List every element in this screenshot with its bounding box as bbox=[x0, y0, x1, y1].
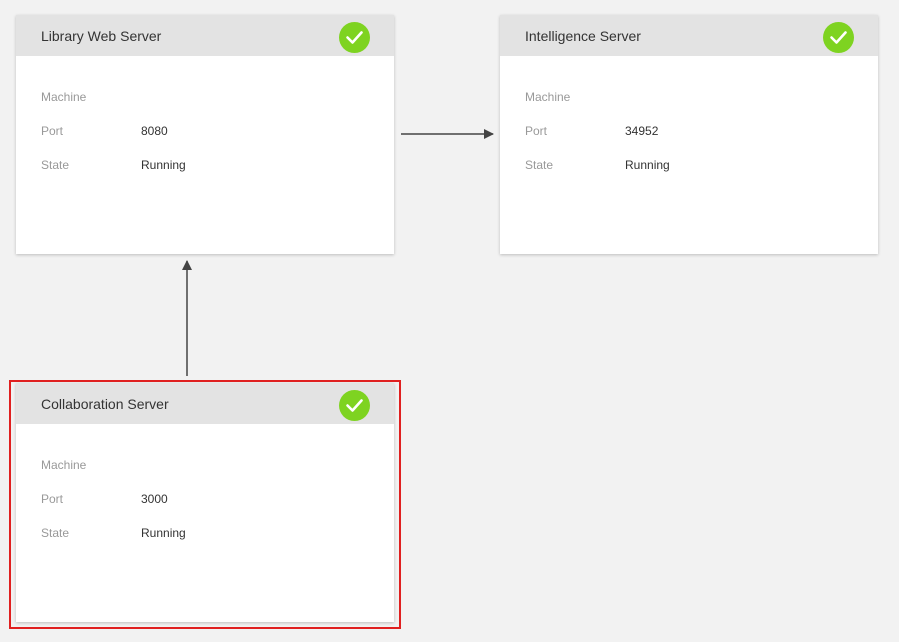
card-header: Library Web Server bbox=[16, 15, 394, 56]
server-card-library-web[interactable]: Library Web Server Machine Port 8080 Sta… bbox=[16, 15, 394, 254]
check-circle-icon bbox=[823, 22, 854, 53]
prop-value: Running bbox=[625, 158, 670, 172]
prop-value: Running bbox=[141, 526, 186, 540]
check-circle-icon bbox=[339, 22, 370, 53]
prop-value: 3000 bbox=[141, 492, 168, 506]
prop-key: Machine bbox=[41, 90, 87, 104]
prop-key: Port bbox=[41, 492, 64, 506]
prop-value: Running bbox=[141, 158, 186, 172]
server-card-intelligence[interactable]: Intelligence Server Machine Port 34952 S… bbox=[500, 15, 878, 254]
card-title: Library Web Server bbox=[41, 28, 162, 44]
card-title: Collaboration Server bbox=[41, 396, 169, 412]
prop-key: State bbox=[525, 158, 554, 172]
prop-key: Port bbox=[41, 124, 64, 138]
prop-key: State bbox=[41, 158, 70, 172]
prop-value: 8080 bbox=[141, 124, 168, 138]
card-header: Intelligence Server bbox=[500, 15, 878, 56]
server-card-collaboration[interactable]: Collaboration Server Machine Port 3000 S… bbox=[16, 383, 394, 622]
prop-key: Port bbox=[525, 124, 548, 138]
prop-key: State bbox=[41, 526, 70, 540]
prop-key: Machine bbox=[41, 458, 87, 472]
card-title: Intelligence Server bbox=[525, 28, 641, 44]
card-header: Collaboration Server bbox=[16, 383, 394, 424]
check-circle-icon bbox=[339, 390, 370, 421]
prop-key: Machine bbox=[525, 90, 571, 104]
prop-value: 34952 bbox=[625, 124, 659, 138]
